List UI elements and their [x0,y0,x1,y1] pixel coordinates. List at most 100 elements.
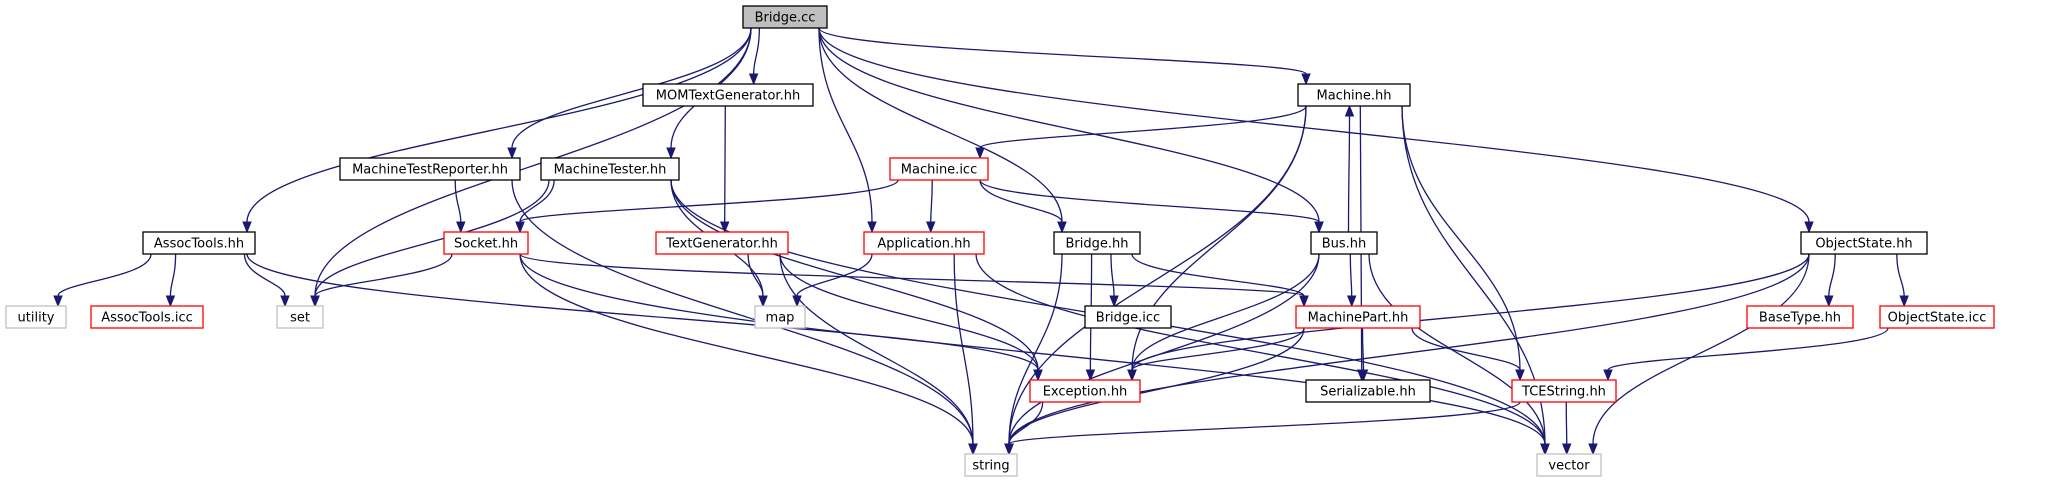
arrowhead-icon [792,295,802,308]
edge-objectstate-hh-to-vector [1588,253,1810,456]
node-machine-hh[interactable]: Machine.hh [1297,83,1411,107]
node-box [1029,379,1141,403]
node-label: MachineTestReporter.hh [352,163,508,178]
node-bridge-cc[interactable]: Bridge.cc [742,5,828,29]
edge-machinetestreporter-hh-to-string [511,179,978,456]
node-box [1305,379,1431,403]
arrowhead-icon [1588,443,1598,456]
edge-machinepart-hh-to-serializable-hh [1358,327,1369,382]
arrowhead-icon [242,221,252,234]
node-label: ObjectState.hh [1815,237,1912,252]
edge-assoctools-hh-to-assoctools-icc [165,253,177,308]
node-label: Serializable.hh [1320,385,1416,400]
edge-machine-icc-to-bridge-hh [979,179,1067,234]
node-bus-hh[interactable]: Bus.hh [1310,231,1378,255]
node-machinetester-hh[interactable]: MachineTester.hh [540,157,680,181]
arrowhead-icon [456,221,466,234]
arrowhead-icon [280,295,290,308]
arrowhead-icon [1562,443,1572,456]
node-vector: vector [1536,453,1602,477]
node-box [742,5,828,29]
node-label: BaseType.hh [1759,311,1841,326]
node-exception-hh[interactable]: Exception.hh [1029,379,1141,403]
arrowhead-icon [666,147,676,160]
node-machinetestreporter-hh[interactable]: MachineTestReporter.hh [339,157,521,181]
node-socket-hh[interactable]: Socket.hh [443,231,529,255]
arrowhead-icon [507,147,517,160]
node-box [339,157,521,181]
edge-textgenerator-hh-to-exception-hh [779,253,1043,382]
node-assoctools-icc[interactable]: AssocTools.icc [90,305,204,329]
node-bridge-icc[interactable]: Bridge.icc [1084,305,1172,329]
edge-tcestring-hh-to-vector [1562,401,1572,456]
node-application-hh[interactable]: Application.hh [863,231,985,255]
edge-assoctools-hh-to-exception-hh [246,253,1043,382]
node-objectstate-icc[interactable]: ObjectState.icc [1879,305,1995,329]
node-label: Bridge.cc [755,11,816,26]
node-momtextgenerator-hh[interactable]: MOMTextGenerator.hh [642,83,814,107]
node-serializable-hh[interactable]: Serializable.hh [1305,379,1431,403]
node-box [540,157,680,181]
node-label: Bus.hh [1322,237,1367,252]
arrowhead-icon [1540,443,1550,456]
edge-textgenerator-hh-to-map [747,253,768,308]
arrowhead-icon [1057,221,1067,234]
node-map: map [754,305,806,329]
node-machinepart-hh[interactable]: MachinePart.hh [1295,305,1421,329]
node-objectstate-hh[interactable]: ObjectState.hh [1800,231,1928,255]
arrowhead-icon [1033,369,1043,382]
edge-momtextgenerator-hh-to-textgenerator-hh [719,105,730,234]
arrowhead-icon [1824,295,1834,308]
node-label: AssocTools.hh [154,237,244,252]
node-basetype-hh[interactable]: BaseType.hh [1746,305,1854,329]
edge-bridge-cc-to-application-hh [818,27,877,234]
node-assoctools-hh[interactable]: AssocTools.hh [142,231,256,255]
arrowhead-icon [1515,369,1525,382]
node-box [1511,379,1617,403]
edge-objectstate-hh-to-basetype-hh [1824,253,1836,308]
node-label: TextGenerator.hh [665,237,778,252]
node-box [889,157,989,181]
edge-machine-icc-to-bus-hh [979,179,1324,234]
edge-machine-icc-to-socket-hh [515,179,899,234]
node-label: Machine.hh [1316,89,1391,104]
node-box [642,83,814,107]
node-textgenerator-hh[interactable]: TextGenerator.hh [655,231,789,255]
node-box [863,231,985,255]
arrowhead-icon [975,147,985,160]
node-string: string [964,453,1018,477]
node-label: set [290,311,310,326]
node-tcestring-hh[interactable]: TCEString.hh [1511,379,1617,403]
node-bridge-hh[interactable]: Bridge.hh [1053,231,1141,255]
node-machine-icc[interactable]: Machine.icc [889,157,989,181]
node-label: Bridge.icc [1096,311,1160,326]
node-label: Bridge.hh [1066,237,1129,252]
arrowhead-icon [310,295,320,308]
edge-application-hh-to-map [792,253,873,308]
edge-tcestring-hh-to-string [1004,401,1521,456]
arrowhead-icon [1301,73,1311,86]
edge-objectstate-hh-to-string [1004,253,1810,456]
edge-bridge-cc-to-objectstate-hh [818,27,1814,234]
node-box [90,305,204,329]
node-set: set [276,305,324,329]
edge-machinepart-hh-to-exception-hh [1127,327,1305,382]
arrowhead-icon [758,295,768,308]
arrowhead-icon [1299,295,1309,308]
arrowhead-icon [1899,295,1909,308]
edge-layer [53,27,1909,456]
node-box [5,305,67,329]
node-box [1310,231,1378,255]
node-box [754,305,806,329]
edge-bridge-cc-to-momtextgenerator-hh [748,27,760,86]
node-box [1297,83,1411,107]
arrowhead-icon [165,295,176,308]
node-box [1536,453,1602,477]
arrowhead-icon [968,443,978,456]
arrowhead-icon [926,221,936,234]
node-label: utility [18,311,55,326]
node-box [142,231,256,255]
arrowhead-icon [1358,369,1369,382]
node-label: Application.hh [877,237,970,252]
